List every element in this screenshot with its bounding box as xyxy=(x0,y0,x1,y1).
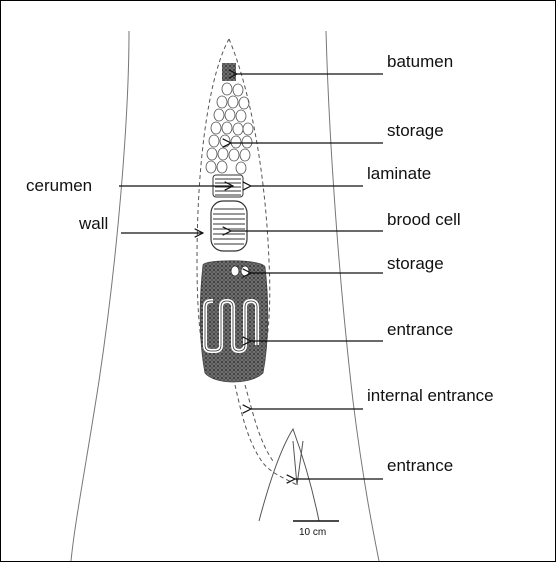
outer-entrance-spout xyxy=(259,429,319,521)
internal-entrance-channel xyxy=(235,385,297,485)
label-wall: wall xyxy=(79,215,108,232)
scale-bar-label: 10 cm xyxy=(299,527,326,538)
batumen-plug xyxy=(222,63,236,81)
label-storage-lower: storage xyxy=(387,255,444,272)
label-internal-entrance: internal entrance xyxy=(367,387,494,404)
trunk-left-edge xyxy=(71,31,129,561)
label-batumen: batumen xyxy=(387,53,453,70)
label-entrance-outer: entrance xyxy=(387,457,453,474)
label-laminate: laminate xyxy=(367,165,431,182)
brood-cell-block xyxy=(211,201,247,251)
trunk-right-edge xyxy=(326,31,379,561)
label-storage-top: storage xyxy=(387,122,444,139)
label-entrance-tube: entrance xyxy=(387,321,453,338)
storage-pots-upper xyxy=(206,83,253,174)
label-cerumen: cerumen xyxy=(26,177,92,194)
label-brood-cell: brood cell xyxy=(387,211,461,228)
